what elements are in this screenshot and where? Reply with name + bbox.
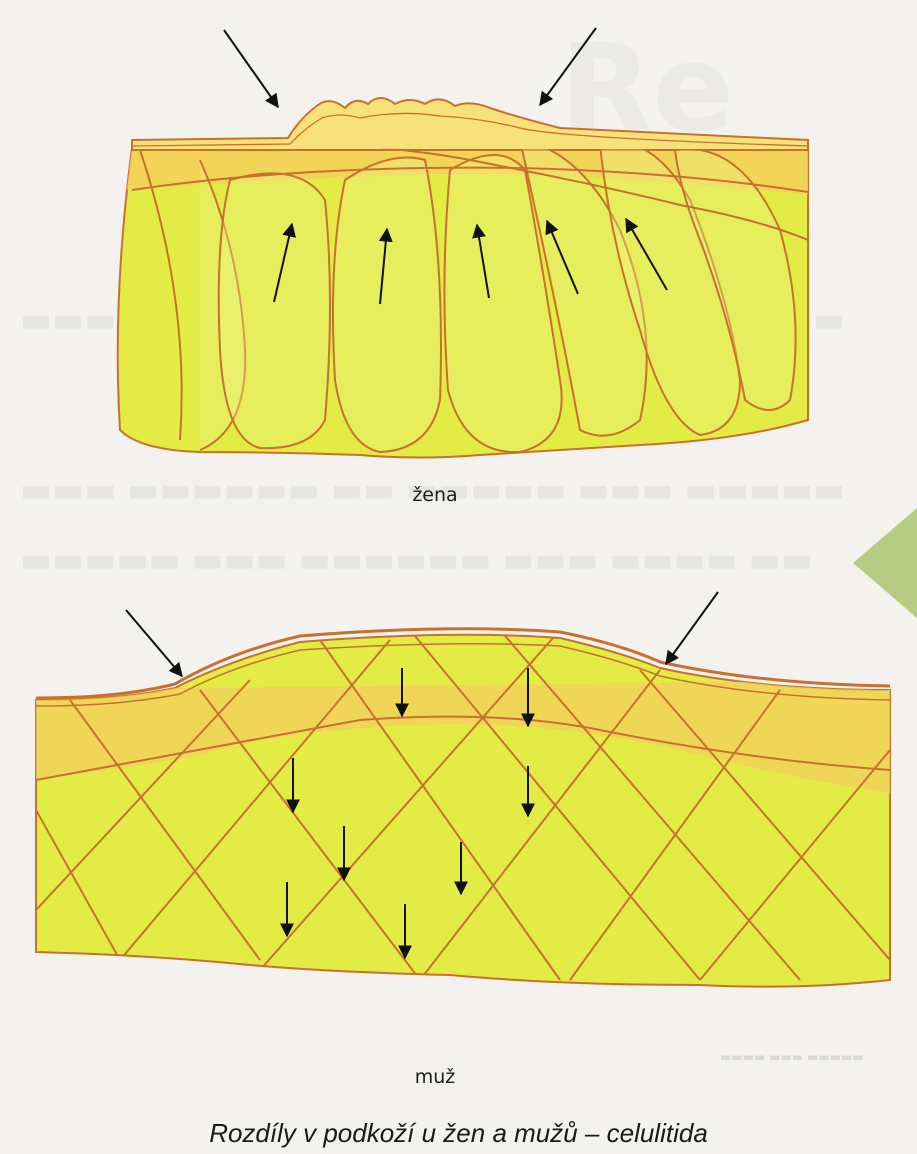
man-skin-diagram [0,580,917,1060]
man-pressure-arrow [126,610,182,676]
woman-fat-lobule [333,158,441,453]
woman-pressure-arrow [224,30,278,107]
woman-label: žena [0,484,870,506]
figure-caption: Rozdíly v podkoží u žen a mužů – celulit… [0,1118,917,1149]
woman-skin-diagram [0,0,917,500]
man-label: muž [0,1066,870,1088]
woman-fat-lobule [219,173,330,448]
woman-pressure-arrow [540,28,596,105]
man-pressure-arrow [666,592,718,664]
